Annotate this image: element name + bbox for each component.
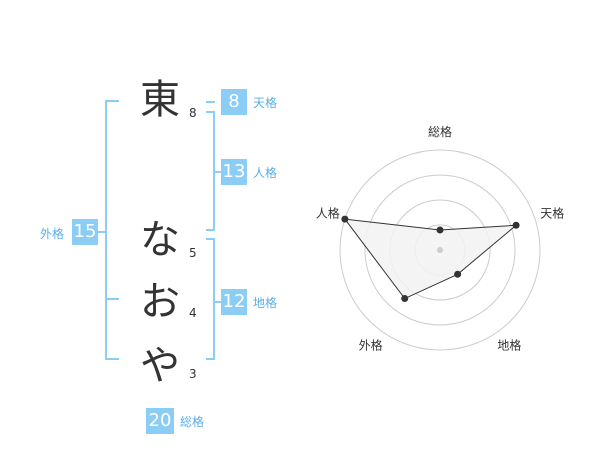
radar-axis-label-1: 総格: [428, 124, 452, 139]
jinkaku-label: 人格: [253, 166, 278, 180]
radar-point-5: [341, 215, 349, 223]
name-char-3: お: [140, 279, 180, 325]
chikaku-bracket-connector: [213, 301, 221, 303]
stroke-count-2: 5: [189, 246, 197, 260]
chikaku-value-box: 12: [221, 289, 247, 315]
gaikaku-bracket-middle: [105, 298, 119, 300]
soukaku-value-box: 20: [146, 408, 174, 434]
tenkaku-value-box: 8: [221, 89, 247, 115]
gaikaku-bracket-top: [105, 100, 119, 102]
stroke-count-4: 3: [189, 367, 197, 381]
radar-ring: [339, 149, 541, 351]
name-char-2: な: [140, 217, 180, 263]
gaikaku-bracket-connector: [98, 231, 107, 233]
name-char-4: や: [140, 343, 180, 389]
jinkaku-bracket-bottom: [206, 229, 215, 231]
jinkaku-value-box: 13: [221, 159, 247, 185]
stroke-count-3: 4: [189, 306, 197, 320]
chikaku-bracket-bottom: [206, 358, 215, 360]
chikaku-bracket-top: [206, 238, 215, 240]
radar-point-4: [401, 295, 409, 303]
radar-axis-label-4: 外格: [359, 337, 383, 352]
radar-point-1: [436, 226, 444, 234]
radar-center-point: [437, 247, 443, 253]
chikaku-label: 地格: [253, 296, 278, 310]
radar-axis-label-2: 天格: [540, 206, 564, 221]
gaikaku-label: 外格: [40, 227, 65, 241]
radar-axis-label-3: 地格: [497, 337, 521, 352]
radar-point-3: [454, 270, 462, 278]
gaikaku-bracket-bottom: [105, 358, 119, 360]
gaikaku-bracket-vertical: [105, 100, 107, 360]
radar-point-2: [512, 221, 520, 229]
radar-ring: [364, 174, 516, 326]
name-char-1: 東: [140, 77, 180, 123]
gaikaku-value-box: 15: [72, 219, 98, 245]
tenkaku-bracket-tick: [206, 101, 215, 103]
radar-value-polygon: [343, 218, 518, 300]
soukaku-label: 総格: [180, 415, 205, 429]
jinkaku-bracket-connector: [213, 171, 221, 173]
jinkaku-bracket-top: [206, 111, 215, 113]
chikaku-bracket-vertical: [213, 238, 215, 360]
tenkaku-label: 天格: [253, 96, 278, 110]
stroke-count-1: 8: [189, 106, 197, 120]
radar-axis-label-5: 人格: [316, 206, 340, 221]
radar-points: [341, 215, 520, 303]
